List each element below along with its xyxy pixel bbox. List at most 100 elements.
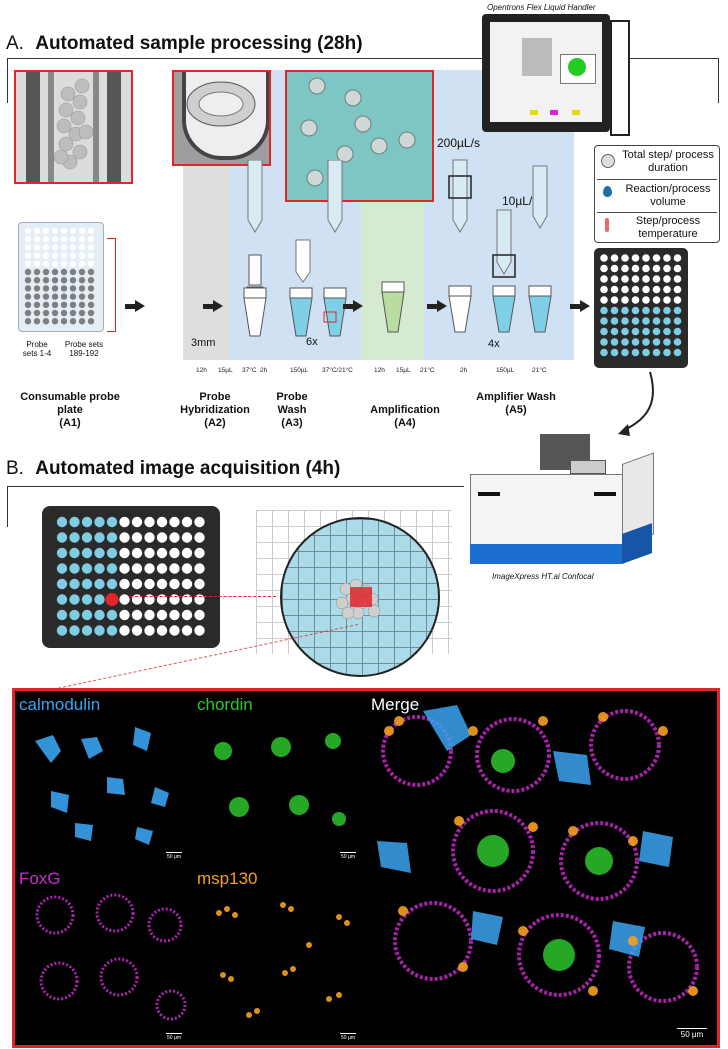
- section-b-rule: [7, 486, 464, 527]
- well: [144, 578, 155, 590]
- panel-calmodulin: calmodulin 50 µm: [15, 691, 188, 864]
- well: [94, 578, 105, 590]
- well: [87, 285, 95, 292]
- well: [87, 252, 95, 259]
- well: [621, 348, 629, 357]
- well: [42, 260, 50, 267]
- well: [87, 309, 95, 317]
- well: [87, 318, 95, 325]
- well: [663, 264, 671, 273]
- well: [60, 227, 68, 235]
- well: [87, 301, 95, 308]
- well: [631, 306, 640, 315]
- section-b-title: B. Automated image acquisition (4h): [6, 458, 340, 480]
- arrow-a4-a5: [427, 300, 447, 312]
- well: [94, 563, 105, 574]
- well: [33, 318, 41, 325]
- well: [51, 318, 59, 325]
- well: [181, 625, 193, 636]
- a3-temp: 37°C/21°C: [322, 367, 353, 374]
- panel-merge: Merge 50 µm: [363, 691, 717, 1045]
- legend-temperature: Step/process temperature: [635, 215, 701, 240]
- well: [106, 578, 118, 590]
- step-a4-code: (A4): [394, 417, 416, 429]
- well: [106, 609, 118, 621]
- section-a-heading: Automated sample processing (28h): [35, 33, 363, 54]
- well: [642, 285, 650, 294]
- well: [673, 338, 682, 346]
- well: [60, 277, 68, 284]
- a4-time: 12h: [374, 367, 385, 374]
- well: [69, 578, 80, 590]
- well: [42, 227, 50, 235]
- well: [631, 285, 640, 294]
- well: [87, 244, 95, 251]
- well: [69, 260, 77, 267]
- well: [60, 244, 68, 251]
- well: [106, 516, 118, 528]
- probe-plate-icon: [18, 222, 104, 332]
- well: [24, 268, 32, 276]
- well: [81, 547, 93, 559]
- well: [169, 547, 180, 559]
- well: [131, 563, 143, 574]
- well: [119, 516, 130, 528]
- well: [621, 317, 629, 325]
- well: [600, 285, 608, 294]
- well: [610, 348, 619, 357]
- well: [78, 260, 86, 267]
- well-zoom-circle: [280, 517, 440, 677]
- well: [652, 338, 661, 346]
- well: [144, 563, 155, 574]
- well: [600, 296, 608, 304]
- amp-wash-repeat-count: 4x: [488, 338, 500, 350]
- well: [106, 563, 118, 574]
- well: [81, 609, 93, 621]
- wash-tubes-icon: [243, 160, 347, 337]
- wash-repeat-count: 6x: [306, 336, 318, 348]
- scalebar-merge: 50 µm: [677, 1028, 707, 1039]
- well: [663, 338, 671, 346]
- well: [60, 268, 68, 276]
- well: [156, 547, 168, 559]
- well: [78, 252, 86, 259]
- section-b-letter: B.: [6, 458, 24, 479]
- well: [652, 327, 661, 336]
- step-a5-code: (A5): [505, 404, 527, 416]
- well: [51, 268, 59, 276]
- well: [642, 306, 650, 315]
- embryos-in-solution-icon: [300, 77, 416, 187]
- a3-time: 2h: [260, 367, 268, 374]
- legend-duration: Total step/ process duration: [622, 149, 714, 174]
- well: [144, 625, 155, 636]
- well: [33, 260, 41, 267]
- a5-time: 2h: [460, 367, 468, 374]
- well: [673, 317, 682, 325]
- well: [94, 547, 105, 559]
- well: [194, 547, 205, 559]
- well: [51, 277, 59, 284]
- inset-wash-zoom: [285, 70, 434, 202]
- well: [131, 532, 143, 543]
- step-a2-code: (A2): [204, 417, 226, 429]
- label-foxg: FoxG: [19, 869, 61, 888]
- well: [600, 317, 608, 325]
- well: [78, 318, 86, 325]
- well: [610, 317, 619, 325]
- well: [24, 227, 32, 235]
- section-b-heading: Automated image acquisition (4h): [35, 458, 341, 479]
- well: [24, 252, 32, 259]
- well: [610, 275, 619, 283]
- well: [631, 338, 640, 346]
- well: [673, 296, 682, 304]
- well: [119, 547, 130, 559]
- well: [600, 264, 608, 273]
- well: [78, 285, 86, 292]
- well: [87, 236, 95, 243]
- well: [69, 516, 80, 528]
- legend-volume: Reaction/process volume: [625, 183, 711, 208]
- well: [194, 532, 205, 543]
- well: [119, 609, 130, 621]
- well: [78, 277, 86, 284]
- well: [56, 516, 68, 528]
